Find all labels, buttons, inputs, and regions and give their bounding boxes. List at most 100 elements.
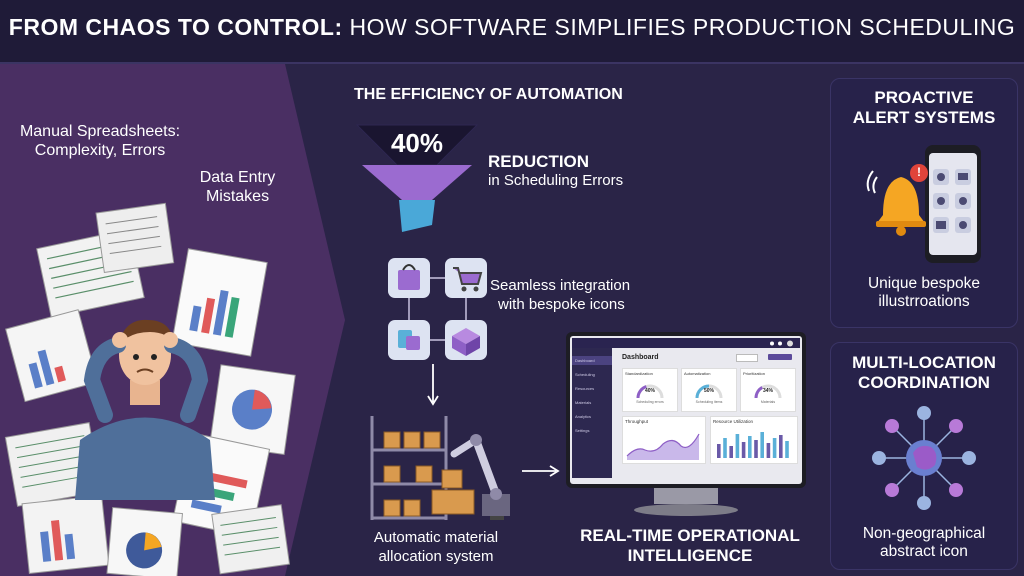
dashboard-search[interactable] [736,354,758,362]
kpi-value: 50% [703,388,714,394]
bottom-pie-paper-icon [106,506,184,576]
document-paper-icon [95,202,175,274]
allocation-line-2: allocation system [378,548,494,565]
resource-bar [723,438,727,458]
kpi-sub: Scheduling errors [636,400,664,404]
page-title: FROM CHAOS TO CONTROL: HOW SOFTWARE SIMP… [0,14,1024,41]
integration-line-1: Seamless integration [490,277,631,294]
kpi-value: 34% [762,388,773,394]
manual-line-2: Complexity, Errors [34,142,166,159]
kpi-card: Prioritization 34% Materials [740,368,796,412]
resource-bar [735,434,740,458]
title-light: HOW SOFTWARE SIMPLIFIES PRODUCTION SCHED… [349,14,1016,40]
resource-bar [729,446,733,458]
resource-bar [741,442,746,458]
share-icon [388,320,430,360]
crates-icon [383,431,475,517]
multi-card-title: MULTI-LOCATION COORDINATION [831,353,1017,393]
throughput-chart: Throughput [622,416,706,464]
integration-label: Seamless integration with bespoke icons [490,276,660,314]
phone-icon [925,145,981,263]
kpi-label: Standardization [625,371,653,376]
shopping-bag-icon [388,258,430,298]
reduction-title: REDUCTION [488,152,590,171]
multi-sub-line-2: abstract icon [880,543,968,560]
alert-badge-text: ! [917,165,921,179]
robot-arm-icon [450,434,510,520]
resource-bar [748,436,752,458]
alert-sub-line-2: illustrroations [878,293,970,310]
data-entry-line-2: Mistakes [205,188,270,205]
integration-line-2: with bespoke icons [498,296,625,313]
efficiency-title: THE EFFICIENCY OF AUTOMATION [354,86,623,103]
resource-chart-title: Resource Utilization [713,419,754,424]
chart-paper-icon [5,309,99,403]
multi-sub-line-1: Non-geographical [862,525,986,542]
kpi-label: Prioritization [743,371,766,376]
kpi-value: 40% [644,388,655,394]
arrow-right-icon [522,465,560,477]
throughput-chart-title: Throughput [625,419,649,424]
dashboard-sidebar-item[interactable]: Analytics [575,414,592,419]
resource-bar [772,438,777,458]
dashboard-sidebar-item[interactable]: Settings [575,428,590,433]
resource-bar [760,432,764,458]
area-chart-svg [626,433,700,460]
resource-bar [779,435,783,458]
kpi-sub: Materials [760,400,776,404]
network-icon [872,406,976,510]
box-icon [445,320,487,360]
bar-chart-svg [717,432,789,458]
dashboard-sidebar-item[interactable]: Scheduling [575,372,595,377]
dashboard-sidebar-item[interactable]: Materials [575,400,592,405]
kpi-gauge-icon [695,384,723,399]
alert-badge-icon [910,164,928,182]
resource-bar [717,444,721,458]
paper-pile-illustration [4,202,296,576]
multi-card-subtitle: Non-geographical abstract icon [831,525,1017,561]
integration-icons [388,258,487,360]
data-entry-line-1: Data Entry [199,169,276,186]
stat-value: 40% [390,128,444,158]
dashboard-action-button[interactable] [768,354,792,360]
warehouse-robot-illustration [370,416,510,520]
resource-bar [766,443,771,458]
shelving-icon [370,416,448,520]
multi-location-card: MULTI-LOCATION COORDINATION Non-geograph… [830,342,1018,570]
kpi-card: Automatization 50% Scheduling items [681,368,737,412]
realtime-line-2: INTELLIGENCE [627,546,753,565]
shopping-cart-icon [445,258,487,298]
resource-chart: Resource Utilization [710,416,798,464]
dashboard-sidebar-item[interactable]: Dashboard [572,356,612,365]
bottom-left-paper-icon [21,494,110,574]
pie-paper-icon [209,364,296,456]
header-bar [0,0,1024,64]
kpi-label: Automatization [684,371,711,376]
arrow-down-icon [427,364,439,406]
kpi-gauge-icon [636,384,664,399]
kpi-row: Standardization 40% Scheduling errors Autom… [622,368,796,412]
alert-card-title: PROACTIVE ALERT SYSTEMS [831,88,1017,128]
bar-chart-paper-icon [171,248,268,357]
title-bold: FROM CHAOS TO CONTROL: [8,14,343,40]
alert-sub-line-1: Unique bespoke [867,275,981,292]
reduction-subtitle: in Scheduling Errors [488,172,624,189]
stressed-person-icon [75,319,215,500]
alert-illustration [866,145,981,263]
alert-card-subtitle: Unique bespoke illustrroations [831,275,1017,311]
kpi-sub: Scheduling items [695,400,723,404]
dashboard-title: Dashboard [622,354,659,361]
allocation-line-1: Automatic material [373,529,499,546]
data-entry-label: Data Entry Mistakes [180,168,295,206]
resource-bar [785,441,789,458]
kpi-card: Standardization 40% Scheduling errors [622,368,678,412]
funnel-icon [355,124,479,232]
manual-spreadsheets-label: Manual Spreadsheets: Complexity, Errors [10,122,190,160]
kpi-gauge-icon [754,384,782,399]
dashboard-sidebar-item[interactable]: Resources [575,386,595,391]
bell-icon [866,170,926,236]
resource-bar [754,440,758,458]
dashboard-topbar [572,338,800,348]
